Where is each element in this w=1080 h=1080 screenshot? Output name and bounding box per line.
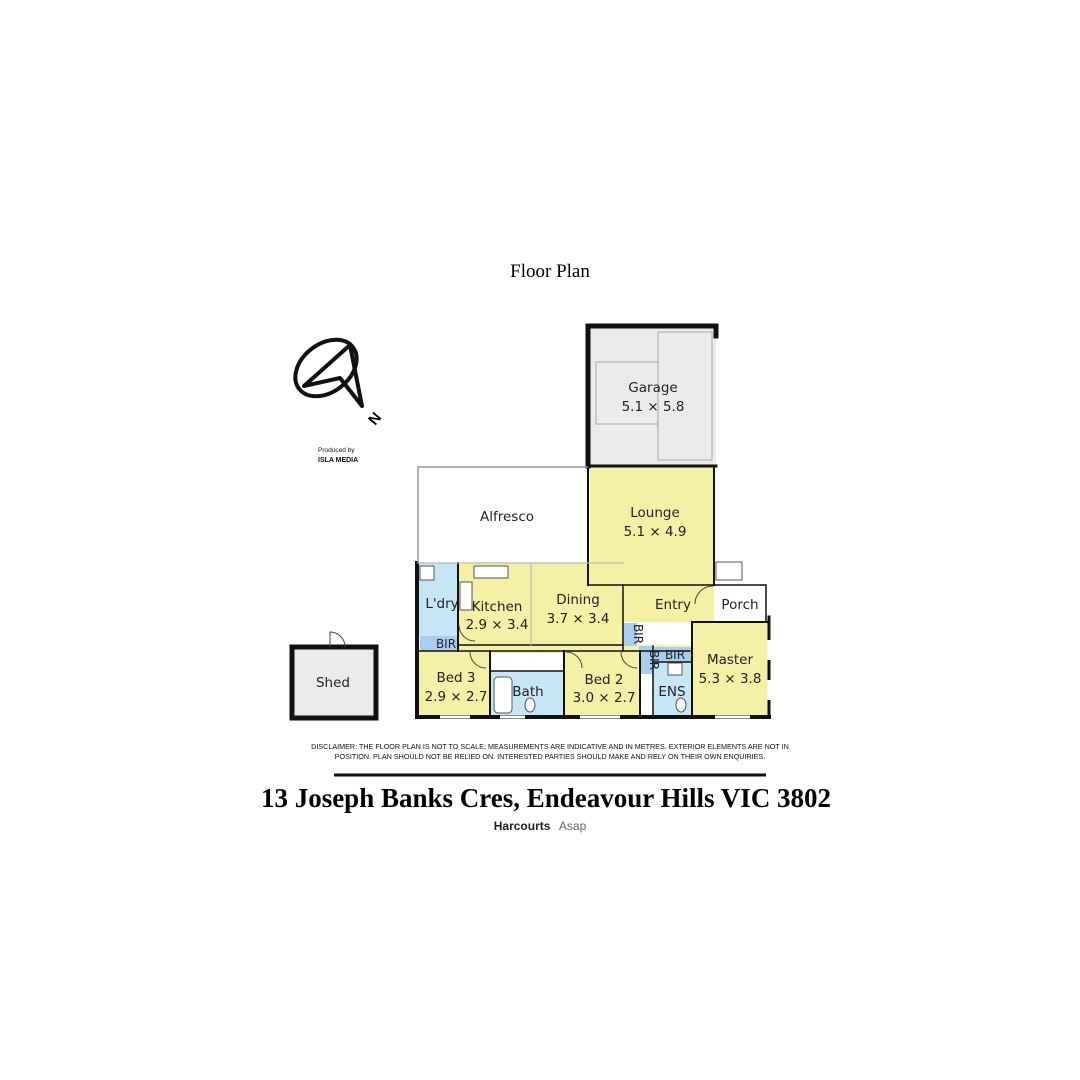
bath-toilet [524,697,536,713]
shed-fill [292,647,376,718]
bir-ens-vertical-label: BIR [647,650,661,670]
alfresco-name: Alfresco [480,509,534,525]
bed3-fill [418,651,490,716]
alfresco-outline [417,466,588,563]
kitchen-bench [473,565,509,579]
bir-ens-label: BIR [665,648,685,662]
property-address: 13 Joseph Banks Cres, Endeavour Hills VI… [261,783,831,813]
bath-name: Bath [512,684,543,700]
bir-laundry [420,636,458,651]
entry-name: Entry [655,597,691,613]
lounge-dims: 5.1 × 4.9 [624,524,687,540]
agency-brand: Harcourts Asap [494,817,587,834]
dining-name: Dining [556,592,600,608]
credit-line1: Produced by [318,447,355,454]
porch-name: Porch [721,597,758,613]
svg-text:Harcourts Asap: Harcourts Asap [494,817,587,834]
laundry-bench [419,565,435,581]
ens-name: ENS [658,684,685,700]
bir-laundry-label: BIR [436,637,456,651]
bed2-dims: 3.0 × 2.7 [573,690,636,706]
brand-suffix: Asap [559,819,587,833]
door-swings [329,585,714,669]
kitchen-name: Kitchen [472,599,523,615]
dining-dims: 3.7 × 3.4 [547,611,610,627]
page-title: Floor Plan [510,261,590,282]
compass-icon: N [293,337,385,429]
dining-fill [531,563,623,645]
walls [289,323,771,721]
bath-tub [493,676,513,714]
hall-fill [458,645,692,653]
ens-vanity [667,662,683,676]
bir-entry [623,623,637,646]
bir-ens-vertical [639,646,653,674]
disclaimer-line2: POSITION. PLAN SHOULD NOT BE RELIED ON. … [335,752,766,761]
laundry-name: L'dry [425,596,458,612]
bir-entry-label: BIR [631,624,645,644]
garage-fill [588,326,716,466]
master-dims: 5.3 × 3.8 [699,671,762,687]
garage-parking-outline [595,331,713,461]
porch-stairs [715,561,743,581]
entry-fill [623,585,714,622]
brand-name: Harcourts [494,819,551,833]
bed2-name: Bed 2 [584,672,623,688]
master-name: Master [707,652,754,668]
shed-name: Shed [316,675,350,691]
lounge-name: Lounge [630,505,680,521]
alfresco-fill [418,467,588,563]
windows [440,640,771,719]
garage-dims: 5.1 × 5.8 [622,399,685,415]
master-fill [692,622,769,716]
compass-north-label: N [365,409,385,428]
bed2-fill [564,651,640,716]
fixtures [419,561,743,714]
kitchen-dims: 2.9 × 3.4 [466,617,529,633]
ens-toilet [675,697,687,713]
kitchen-cooktop [459,581,473,611]
garage-name: Garage [628,380,677,396]
disclaimer-line1: DISCLAIMER: THE FLOOR PLAN IS NOT TO SCA… [311,742,789,751]
bed3-dims: 2.9 × 2.7 [425,689,488,705]
bed3-name: Bed 3 [436,670,475,686]
credit-line2: ISLA MEDIA [318,457,358,464]
room-labels: Garage 5.1 × 5.8 Alfresco Lounge 5.1 × 4… [316,380,761,706]
